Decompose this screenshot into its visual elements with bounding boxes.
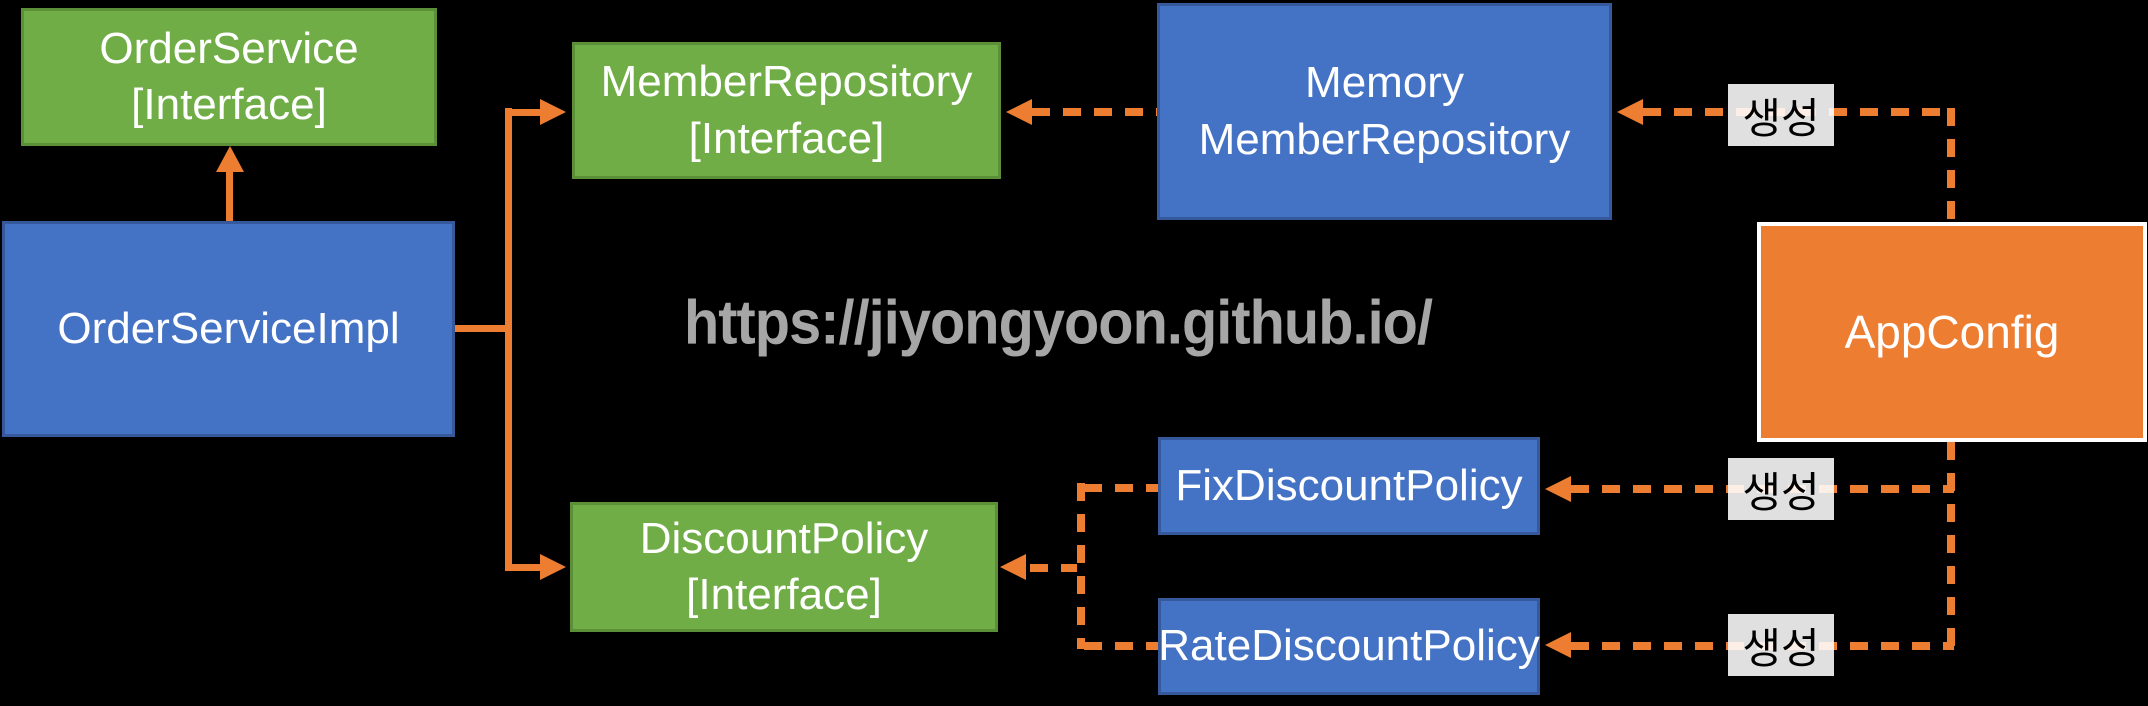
node-discount-policy-name: DiscountPolicy (639, 513, 929, 563)
node-fix-discount-policy-name: FixDiscountPolicy (1175, 460, 1523, 510)
node-app-config-name: AppConfig (1844, 305, 2060, 358)
watermark-url: https://jiyongyoon.github.io/ (683, 288, 1433, 358)
node-fix-discount-policy: FixDiscountPolicy (1158, 437, 1540, 535)
connector-memoryrepo-to-memberrepo (1032, 108, 1157, 116)
node-order-service-impl: OrderServiceImpl (2, 221, 455, 437)
node-rate-discount-policy-name: RateDiscountPolicy (1158, 621, 1540, 671)
node-order-service-stereotype: [Interface] (131, 80, 327, 129)
node-discount-policy: DiscountPolicy [Interface] (570, 502, 998, 632)
connector-bracket-to-discountpolicy (1030, 564, 1077, 572)
arrowhead-impl-to-memberrepo (540, 99, 566, 125)
connector-appconfig-up (1947, 108, 1955, 222)
node-memory-member-repository: Memory MemberRepository (1157, 3, 1612, 220)
arrowhead-appconfig-to-memoryrepo (1617, 99, 1643, 125)
arrowhead-memoryrepo-to-memberrepo (1006, 99, 1032, 125)
node-memory-member-repository-line1: Memory (1305, 58, 1464, 108)
arrowhead-appconfig-to-rate (1545, 632, 1571, 658)
create-label-rate-discount-policy: 생성 (1728, 614, 1834, 676)
connector-impl-stub (455, 325, 512, 332)
node-member-repository-name: MemberRepository (600, 57, 973, 107)
node-memory-member-repository-line2: MemberRepository (1198, 114, 1571, 164)
connector-policies-bracket (1077, 483, 1085, 649)
connector-bracket-to-fix (1084, 484, 1158, 492)
arrowhead-bracket-to-discountpolicy (1000, 554, 1026, 580)
node-discount-policy-stereotype: [Interface] (686, 570, 882, 619)
create-label-fix-discount-policy: 생성 (1728, 458, 1834, 520)
node-order-service: OrderService [Interface] (21, 8, 437, 146)
connector-impl-trunk (505, 108, 512, 571)
node-order-service-name: OrderService (99, 23, 359, 73)
arrowhead-appconfig-to-fix (1545, 476, 1571, 502)
connector-impl-to-memberrepo (512, 109, 540, 116)
connector-impl-to-orderservice (226, 164, 233, 222)
arrowhead-impl-to-discountpolicy (540, 554, 566, 580)
node-rate-discount-policy: RateDiscountPolicy (1158, 598, 1540, 695)
connector-impl-to-discountpolicy (512, 564, 540, 571)
create-label-memory-member-repository: 생성 (1728, 84, 1834, 146)
node-member-repository-stereotype: [Interface] (688, 113, 885, 163)
connector-bracket-to-rate (1084, 642, 1158, 650)
node-app-config: AppConfig (1757, 222, 2147, 442)
node-order-service-impl-name: OrderServiceImpl (57, 303, 400, 353)
arrowhead-impl-to-orderservice (216, 146, 244, 172)
node-member-repository: MemberRepository [Interface] (572, 42, 1001, 179)
connector-appconfig-down (1947, 442, 1955, 650)
